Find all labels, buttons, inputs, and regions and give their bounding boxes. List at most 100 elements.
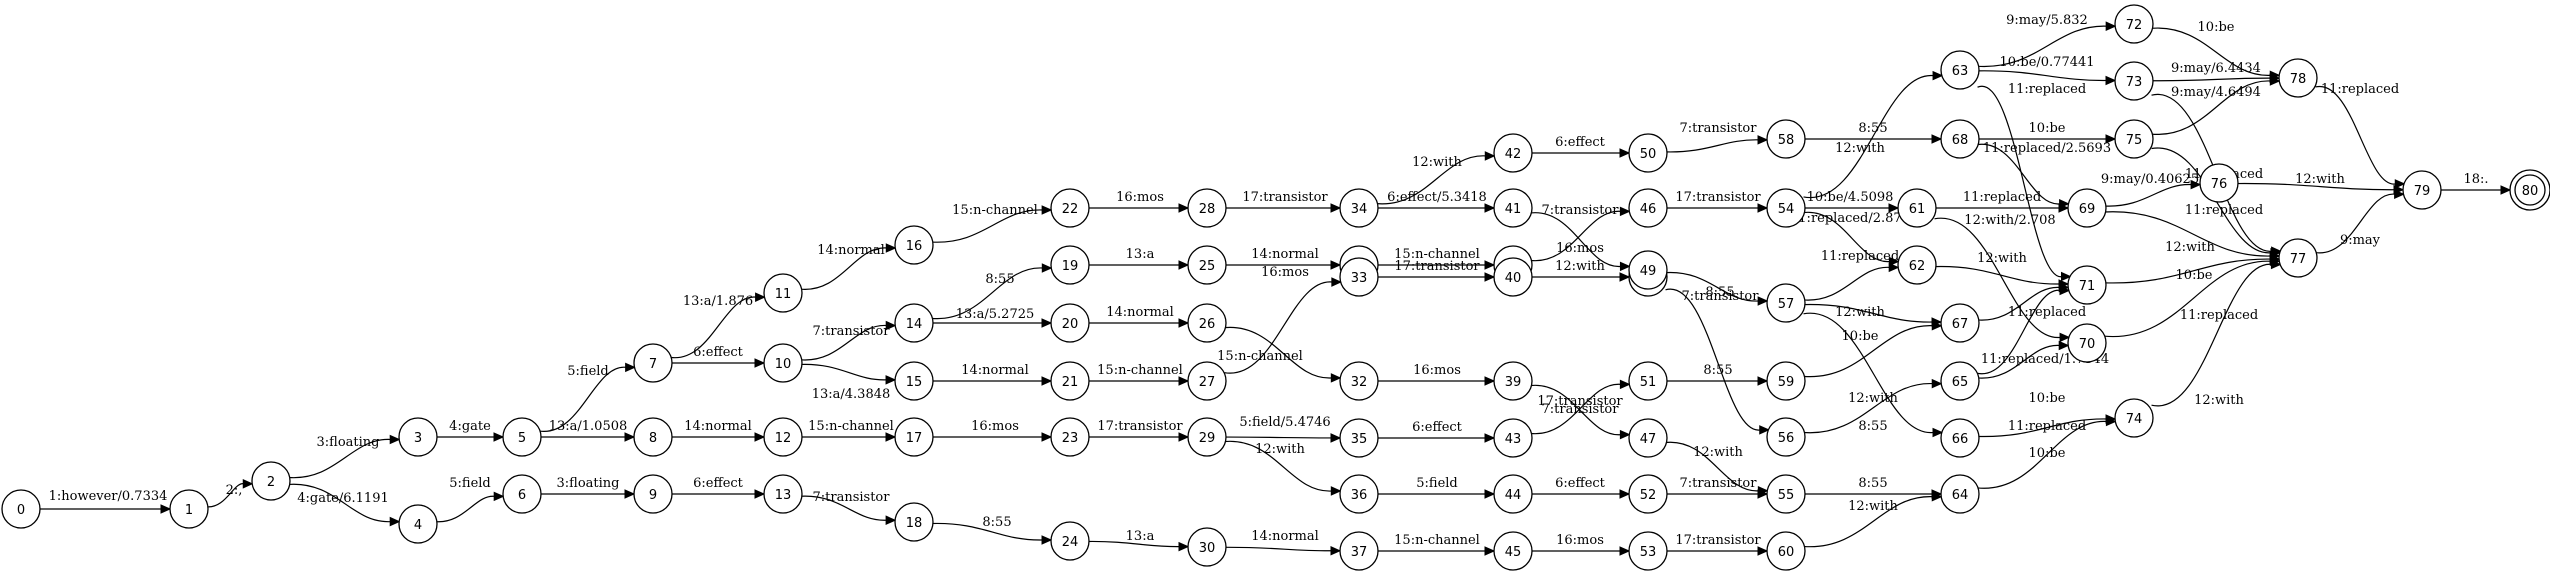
arrowhead-icon [1041,376,1053,386]
edge-5-8: 13:a/1.0508 [539,419,636,442]
edge-label: 10:be [2198,20,2235,35]
edge-50-58: 7:transistor [1665,121,1769,153]
edge-label: 3:floating [317,435,380,450]
state-label: 1 [185,503,193,518]
arrowhead-icon [1619,272,1631,282]
edge-label: 11:replaced [2180,308,2258,323]
state-circle [763,474,803,514]
state-node-1: 1 [169,489,209,529]
arrowhead-icon [2058,282,2070,293]
edge-label: 8:55 [1858,476,1887,491]
arrowhead-icon [754,489,766,499]
state-circle [1339,188,1379,228]
edge-label: 16:mos [1261,265,1309,280]
edge-68-69: 11:replaced/2.5693 [1977,141,2111,209]
state-node-80: 80 [2509,169,2550,211]
arrowhead-icon [1178,376,1190,386]
state-label: 6 [518,488,526,503]
state-node-71: 71 [2067,265,2107,305]
edge-line [1224,436,1333,439]
arrowhead-icon [1888,256,1900,267]
edge-label: 12:with [2295,172,2345,187]
edge-56-65: 8:55 [1803,378,1943,434]
state-circle [1766,119,1806,159]
arrowhead-icon [242,479,254,489]
state-label: 41 [1505,202,1522,217]
state-circle [1187,188,1227,228]
edge-52-55: 7:transistor [1665,476,1769,499]
edge-label: 11:replaced [2321,82,2399,97]
state-label: 30 [1199,541,1216,556]
edge-4-6: 5:field [435,476,505,523]
state-node-46: 46 [1628,188,1668,228]
arrowhead-icon [1330,373,1342,383]
edge-15-21: 14:normal [931,363,1053,386]
edge-label: 12:with [1835,305,1885,320]
edge-2-3: 3:floating [288,434,401,479]
arrowhead-icon [1484,272,1496,282]
state-node-37: 37 [1339,531,1379,571]
edge-65-70: 10:be [1977,340,2070,406]
edge-63-73: 10:be/0.77441 [1977,55,2117,86]
edge-29-36: 12:with [1224,440,1342,496]
edge-label: 8:55 [1858,419,1887,434]
state-label: 73 [2126,75,2143,90]
state-circle [763,417,803,457]
edge-label: 13:a/1.0508 [549,419,628,434]
edge-label: 12:with [1693,445,1743,460]
arrowhead-icon [1041,535,1053,545]
edge-label: 3:floating [557,476,620,491]
edge-7-10: 6:effect [670,345,766,368]
state-label: 34 [1351,202,1368,217]
edge-label: 11:replaced/2.874 [1790,211,1910,226]
state-node-78: 78 [2278,58,2318,98]
state-circle [1187,245,1227,285]
edge-27-33: 16:mos [1224,265,1343,374]
arrowhead-icon [1041,318,1053,328]
edge-57-66: 10:be [1803,312,1944,438]
state-label: 72 [2126,18,2143,33]
edge-label: 6:effect [1412,420,1463,435]
edge-line [1803,325,1934,378]
edge-14-20: 13:a/5.2725 [931,307,1053,328]
state-circle [2199,163,2239,203]
edge-label: 12:with [2165,240,2215,255]
edge-label: 8:55 [982,515,1011,530]
edge-51-59: 8:55 [1665,363,1769,386]
state-label: 10 [775,357,792,372]
state-circle [2278,238,2318,278]
edge-label: 11:replaced [1821,249,1899,264]
edge-25-31: 14:normal [1224,247,1342,270]
arrowhead-icon [389,434,401,445]
arrowhead-icon [2270,247,2282,258]
state-node-68: 68 [1940,119,1980,159]
edge-line [1530,383,1622,435]
state-label: 5 [518,431,526,446]
edge-label: 14:normal [1251,529,1319,544]
edge-line [1224,546,1333,552]
edge-line [1977,286,2061,321]
edge-line [1977,143,2061,205]
edge-41-49: 7:transistor [1530,203,1631,272]
edge-5-7: 5:field [539,362,636,432]
start-state-circle [1,489,41,529]
arrowhead-icon [1484,260,1496,270]
edge-label: 16:mos [1116,190,1164,205]
state-label: 39 [1505,375,1522,390]
arrowhead-icon [1330,546,1342,556]
state-label: 55 [1778,488,1795,503]
arrowhead-icon [1041,263,1053,273]
edge-label: 17:transistor [1537,394,1623,409]
state-node-36: 36 [1339,474,1379,514]
state-node-52: 52 [1628,474,1668,514]
state-node-21: 21 [1050,361,1090,401]
state-label: 63 [1952,64,1969,79]
arrowhead-icon [754,432,766,442]
edge-line [1803,303,1934,323]
state-node-77: 77 [2278,238,2318,278]
state-circle [1766,531,1806,571]
state-node-19: 19 [1050,245,1090,285]
edge-label: 6:effect [693,476,744,491]
edge-label: 10:be/0.77441 [1999,55,2094,70]
